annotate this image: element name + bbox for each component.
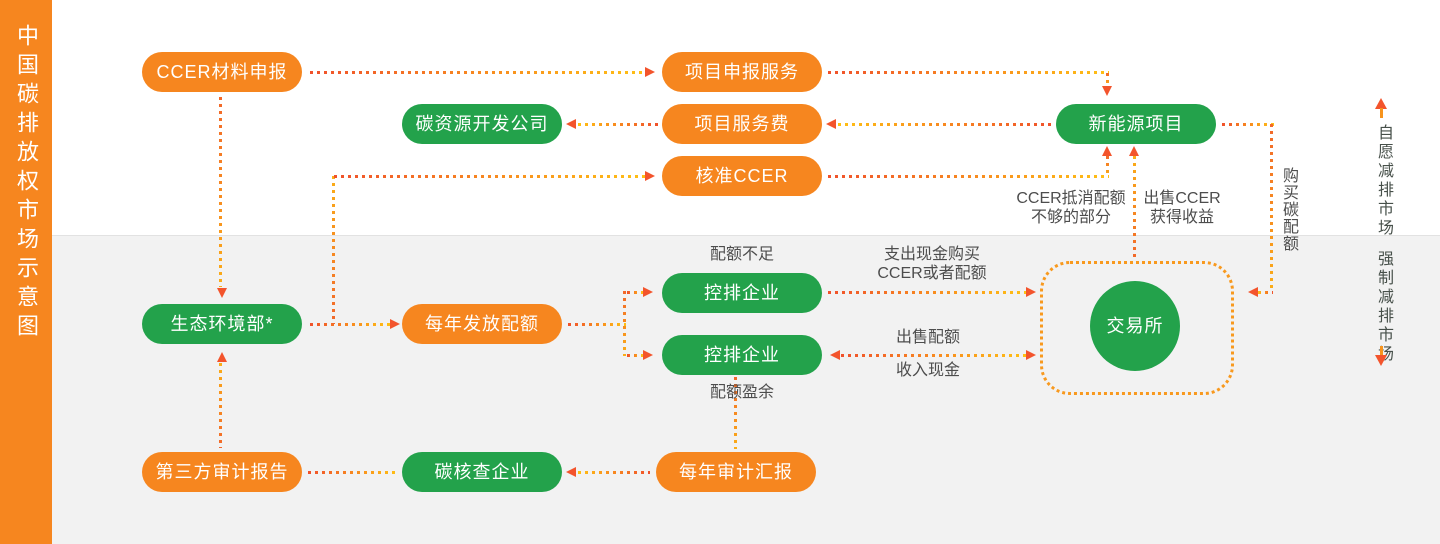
node-project-declare: 项目申报服务 xyxy=(662,52,822,92)
flow-line xyxy=(627,353,643,357)
mandatory-market-down-arrow xyxy=(1375,355,1387,366)
label-quota-surplus: 配额盈余 xyxy=(709,384,774,401)
flow-line xyxy=(308,470,398,474)
node-project-fee: 项目服务费 xyxy=(662,104,822,144)
arrowhead-down xyxy=(216,288,227,298)
label-income-cash: 收入现金 xyxy=(895,362,960,379)
label-ccer-offset-line1: CCER抵消配额 xyxy=(1016,190,1126,207)
flow-line xyxy=(828,290,1026,294)
label-mandatory-market: 强制减排市场 xyxy=(1375,250,1392,364)
flow-line xyxy=(310,70,645,74)
flow-line xyxy=(838,122,1052,126)
arrowhead-right xyxy=(1026,286,1036,297)
voluntary-market-up-arrow-stem xyxy=(1380,108,1383,118)
arrowhead-left xyxy=(566,118,576,129)
flow-line xyxy=(828,70,1109,74)
label-pay-cash-line1: 支出现金购买 xyxy=(883,246,980,263)
node-enterprise-surplus: 控排企业 xyxy=(662,335,822,375)
flow-line xyxy=(332,176,335,324)
arrowhead-left xyxy=(1248,286,1258,297)
node-exchange: 交易所 xyxy=(1090,281,1180,371)
arrowhead-left xyxy=(826,118,836,129)
label-pay-cash: 支出现金购买 CCER或者配额 xyxy=(866,245,998,283)
label-pay-cash-line2: CCER或者配额 xyxy=(877,265,987,282)
label-sell-ccer-line2: 获得收益 xyxy=(1149,209,1214,226)
flow-line xyxy=(219,97,222,287)
node-third-party-audit: 第三方审计报告 xyxy=(142,452,302,492)
arrowhead-right xyxy=(1026,349,1036,360)
label-ccer-offset: CCER抵消配额 不够的部分 xyxy=(1003,189,1139,227)
arrowhead-right xyxy=(645,66,655,77)
flow-line xyxy=(219,363,222,448)
exchange-boundary-box xyxy=(1040,261,1234,395)
arrowhead-right xyxy=(645,170,655,181)
market-divider-line xyxy=(52,235,1440,236)
arrowhead-left xyxy=(830,349,840,360)
arrowhead-down xyxy=(1102,86,1112,96)
flow-line xyxy=(1106,156,1109,176)
flow-line xyxy=(334,174,645,178)
flow-line xyxy=(828,174,1109,178)
node-ministry-ecology: 生态环境部* xyxy=(142,304,302,344)
node-enterprise-short: 控排企业 xyxy=(662,273,822,313)
label-sell-ccer: 出售CCER 获得收益 xyxy=(1138,189,1226,227)
flow-line xyxy=(623,291,626,356)
flow-line xyxy=(578,470,650,474)
label-quota-short: 配额不足 xyxy=(709,246,774,263)
label-voluntary-market: 自愿减排市场 xyxy=(1375,124,1392,238)
flow-line xyxy=(578,122,658,126)
arrowhead-right xyxy=(390,318,400,329)
node-carbon-verifier: 碳核查企业 xyxy=(402,452,562,492)
flow-line xyxy=(310,322,390,326)
sidebar-title-bar: 中国碳排放权市场示意图 xyxy=(0,0,52,544)
label-sell-quota: 出售配额 xyxy=(895,329,960,346)
flow-line xyxy=(568,322,626,326)
flow-line xyxy=(627,290,643,294)
node-annual-audit: 每年审计汇报 xyxy=(656,452,816,492)
node-approved-ccer: 核准CCER xyxy=(662,156,822,196)
arrowhead-up xyxy=(216,352,227,362)
voluntary-market-up-arrow xyxy=(1375,98,1387,109)
mandatory-market-down-arrow-stem xyxy=(1380,346,1383,356)
arrowhead-up xyxy=(1129,146,1139,156)
flow-line xyxy=(1106,73,1109,86)
arrowhead-right xyxy=(643,286,653,297)
flow-line xyxy=(734,377,737,449)
arrowhead-left xyxy=(566,466,576,477)
flow-line xyxy=(1222,122,1274,126)
node-annual-quota: 每年发放配额 xyxy=(402,304,562,344)
node-ccer-material: CCER材料申报 xyxy=(142,52,302,92)
flow-line xyxy=(841,353,1026,357)
flow-line xyxy=(1133,156,1136,260)
node-new-energy: 新能源项目 xyxy=(1056,104,1216,144)
label-ccer-offset-line2: 不够的部分 xyxy=(1030,209,1111,226)
flow-line xyxy=(1270,124,1273,291)
flow-line xyxy=(1258,290,1273,294)
label-sell-ccer-line1: 出售CCER xyxy=(1143,190,1221,207)
node-carbon-dev-company: 碳资源开发公司 xyxy=(402,104,562,144)
arrowhead-right xyxy=(643,349,653,360)
page-title: 中国碳排放权市场示意图 xyxy=(14,24,39,343)
arrowhead-up xyxy=(1102,146,1112,156)
label-buy-quota: 购买碳配额 xyxy=(1280,167,1297,252)
